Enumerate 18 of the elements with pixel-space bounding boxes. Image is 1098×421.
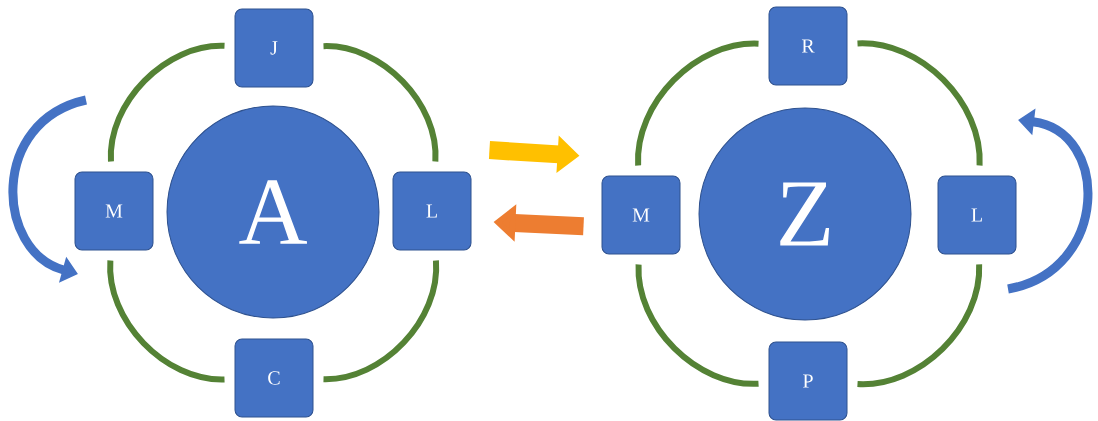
arc-line xyxy=(635,264,759,387)
arc-line xyxy=(323,260,439,383)
letter-box: M xyxy=(601,175,681,255)
letter-box: J xyxy=(234,8,314,88)
letter-box: L xyxy=(937,175,1017,255)
letter-box: M xyxy=(74,171,154,251)
letter-box: L xyxy=(392,171,472,251)
circle-node: A xyxy=(166,105,380,319)
arc-line xyxy=(857,264,983,388)
circle-node: Z xyxy=(698,107,912,321)
arc-line xyxy=(323,43,439,162)
arc-line xyxy=(107,260,225,383)
arc-line xyxy=(857,40,983,166)
arc-line xyxy=(107,42,225,162)
letter-box: R xyxy=(768,6,848,86)
letter-box: P xyxy=(768,341,848,421)
arc-line xyxy=(635,40,759,166)
letter-box: C xyxy=(234,338,314,418)
